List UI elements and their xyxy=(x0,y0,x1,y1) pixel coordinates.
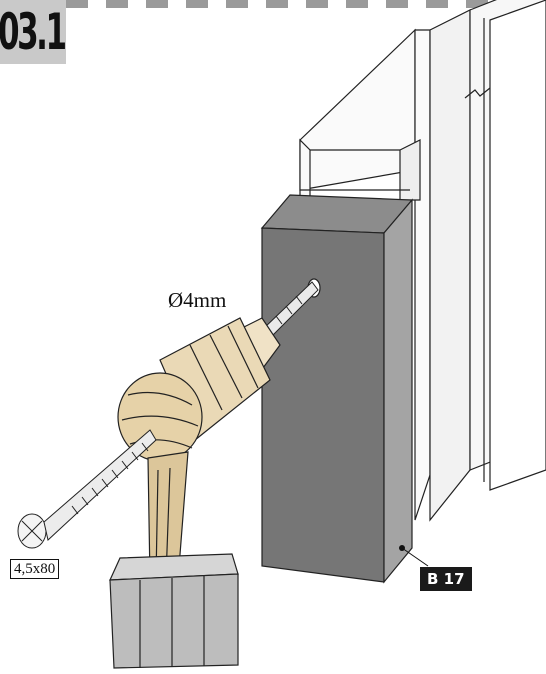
part-code-badge: B 17 xyxy=(420,567,472,591)
drill-size-label: Ø4mm xyxy=(168,288,227,312)
screw-icon xyxy=(17,429,157,549)
screw-size-label: 4,5x80 xyxy=(10,559,60,579)
wood-block xyxy=(260,194,429,584)
step-number-box: 03.1 xyxy=(0,0,67,64)
door-frame xyxy=(299,0,546,522)
drill-icon xyxy=(109,317,281,669)
header-dash-bar xyxy=(66,0,546,8)
step-number: 03.1 xyxy=(0,3,67,61)
